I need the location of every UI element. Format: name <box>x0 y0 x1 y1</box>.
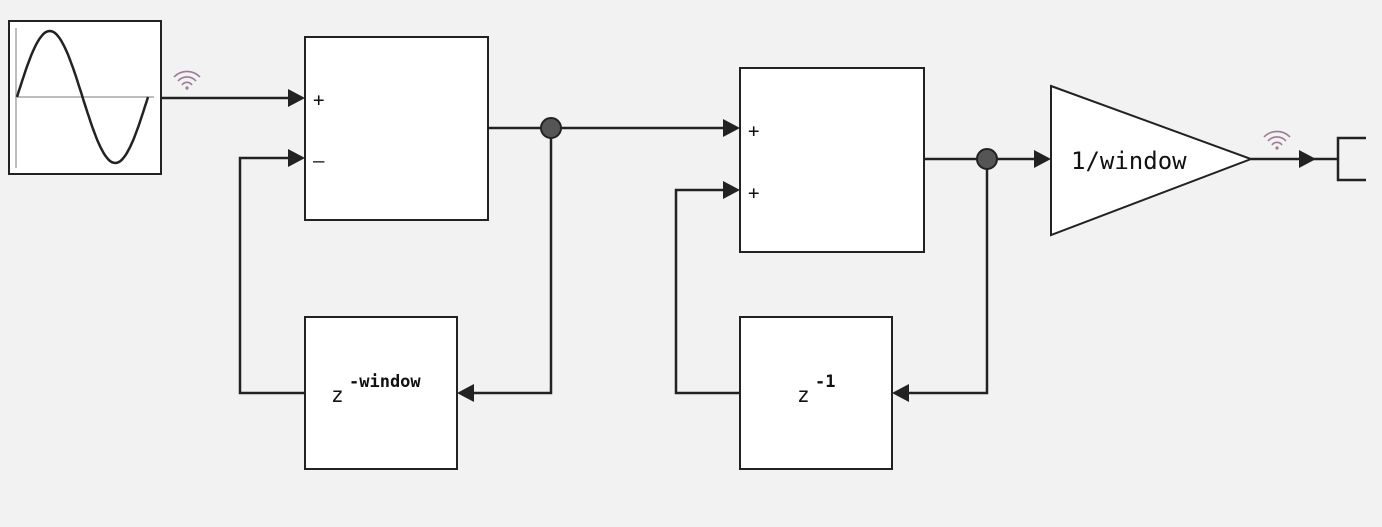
delay-window-base: z <box>331 383 344 407</box>
arrowhead-sum1-minus <box>288 149 305 167</box>
delay-one-exponent: -1 <box>815 372 835 392</box>
sum-block-1[interactable]: + – <box>304 36 489 221</box>
sum1-plus-sign: + <box>313 89 324 111</box>
arrowhead-output <box>1299 150 1316 168</box>
arrowhead-delay-window-input <box>457 384 474 402</box>
sum2-plus-sign-bottom: + <box>748 182 759 204</box>
arrowhead-sum2-top <box>723 119 740 137</box>
wire-branch-to-delay-window <box>470 128 553 395</box>
junction-node-1 <box>540 117 562 139</box>
wire-delay-one-to-sum2 <box>674 188 740 395</box>
junction-node-2 <box>976 148 998 170</box>
wire-delay-window-to-sum1 <box>238 156 305 395</box>
arrowhead-delay-one-input <box>892 384 909 402</box>
delay-window-exponent: -window <box>349 372 421 392</box>
sum2-plus-sign-top: + <box>748 120 759 142</box>
signal-icon-source <box>173 70 201 90</box>
delay-one-base: z <box>797 383 810 407</box>
sum-block-2[interactable]: + + <box>739 67 925 253</box>
sum1-minus-sign: – <box>313 150 325 172</box>
delay-window-block[interactable]: z -window <box>304 316 458 470</box>
wire-branch-to-delay-one <box>905 159 989 395</box>
delay-one-block[interactable]: z -1 <box>739 316 893 470</box>
sine-wave-icon <box>15 29 150 165</box>
sine-source-block[interactable] <box>8 20 162 175</box>
arrowhead-sum1-plus <box>288 89 305 107</box>
arrowhead-sum2-bottom <box>723 181 740 199</box>
arrowhead-gain-input <box>1034 150 1051 168</box>
output-port[interactable] <box>1336 136 1366 182</box>
gain-label: 1/window <box>1071 147 1187 175</box>
signal-icon-output <box>1263 130 1291 150</box>
gain-block[interactable]: 1/window <box>1050 84 1254 237</box>
